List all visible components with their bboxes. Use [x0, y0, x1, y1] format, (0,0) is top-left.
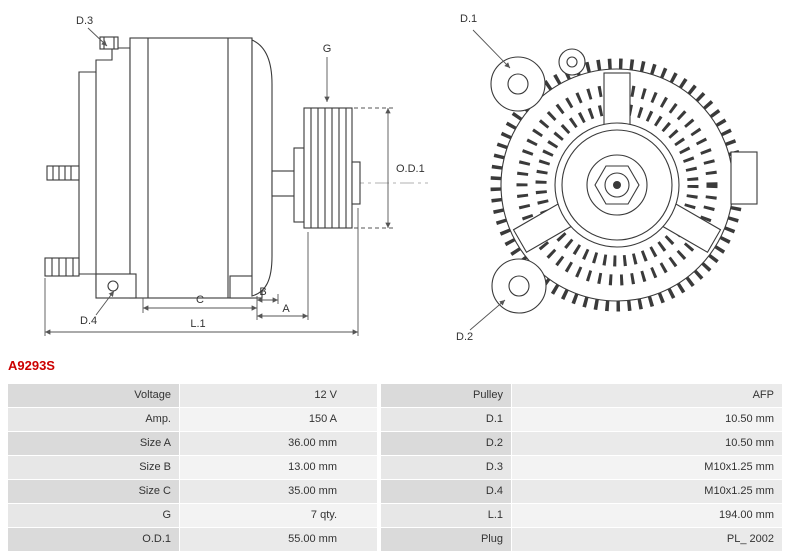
spec-value: 194.00 mm: [512, 504, 782, 527]
spec-value: 36.00 mm: [180, 432, 377, 455]
spec-value: 13.00 mm: [180, 456, 377, 479]
table-row: Size C 35.00 mm D.4 M10x1.25 mm: [8, 480, 782, 503]
spec-value: 7 qty.: [180, 504, 377, 527]
spec-label: D.3: [381, 456, 512, 479]
spec-label: Amp.: [8, 408, 180, 431]
table-row: Size A 36.00 mm D.2 10.50 mm: [8, 432, 782, 455]
column-divider: [377, 456, 381, 479]
spec-value: 35.00 mm: [180, 480, 377, 503]
column-divider: [377, 384, 381, 407]
spec-value: M10x1.25 mm: [512, 480, 782, 503]
spec-value: PL_ 2002: [512, 528, 782, 551]
table-row: G 7 qty. L.1 194.00 mm: [8, 504, 782, 527]
table-row: Voltage 12 V Pulley AFP: [8, 384, 782, 407]
column-divider: [377, 408, 381, 431]
spec-label: G: [8, 504, 180, 527]
dim-label-d2: D.2: [456, 331, 473, 343]
spec-label: Size A: [8, 432, 180, 455]
dim-label-od1: O.D.1: [396, 163, 425, 175]
column-divider: [377, 480, 381, 503]
alternator-diagrams: D.3 D.4 G O.D.1 B C A L.1: [44, 13, 758, 343]
spec-label: D.4: [381, 480, 512, 503]
side-view-dimensions: [44, 27, 394, 336]
spec-label: D.1: [381, 408, 512, 431]
dim-label-a: A: [282, 303, 290, 315]
spec-value: AFP: [512, 384, 782, 407]
technical-diagram: D.3 D.4 G O.D.1 B C A L.1: [44, 13, 758, 343]
table-row: O.D.1 55.00 mm Plug PL_ 2002: [8, 528, 782, 551]
column-divider: [377, 432, 381, 455]
spec-label: L.1: [381, 504, 512, 527]
dim-label-g: G: [323, 43, 332, 55]
part-number[interactable]: A9293S: [8, 358, 55, 373]
column-divider: [377, 528, 381, 551]
spec-label: D.2: [381, 432, 512, 455]
dim-label-d3: D.3: [76, 15, 93, 27]
dim-label-d1: D.1: [460, 13, 477, 25]
spec-label: Plug: [381, 528, 512, 551]
spec-table: Voltage 12 V Pulley AFP Amp. 150 A D.1 1…: [8, 384, 782, 552]
spec-label: Size B: [8, 456, 180, 479]
dim-label-c: C: [196, 294, 204, 306]
column-divider: [377, 504, 381, 527]
spec-value: 10.50 mm: [512, 408, 782, 431]
table-row: Amp. 150 A D.1 10.50 mm: [8, 408, 782, 431]
dim-label-l1: L.1: [190, 318, 205, 330]
spec-label: Size C: [8, 480, 180, 503]
spec-label: Pulley: [381, 384, 512, 407]
dim-label-d4: D.4: [80, 315, 97, 327]
front-view-drawing: [490, 48, 758, 314]
table-row: Size B 13.00 mm D.3 M10x1.25 mm: [8, 456, 782, 479]
spec-value: 55.00 mm: [180, 528, 377, 551]
spec-label: Voltage: [8, 384, 180, 407]
spec-value: 12 V: [180, 384, 377, 407]
side-view-drawing: [44, 36, 428, 299]
front-view-dimensions: [469, 29, 511, 331]
spec-value: M10x1.25 mm: [512, 456, 782, 479]
spec-label: O.D.1: [8, 528, 180, 551]
spec-value: 150 A: [180, 408, 377, 431]
spec-value: 10.50 mm: [512, 432, 782, 455]
dim-label-b: B: [259, 286, 266, 298]
